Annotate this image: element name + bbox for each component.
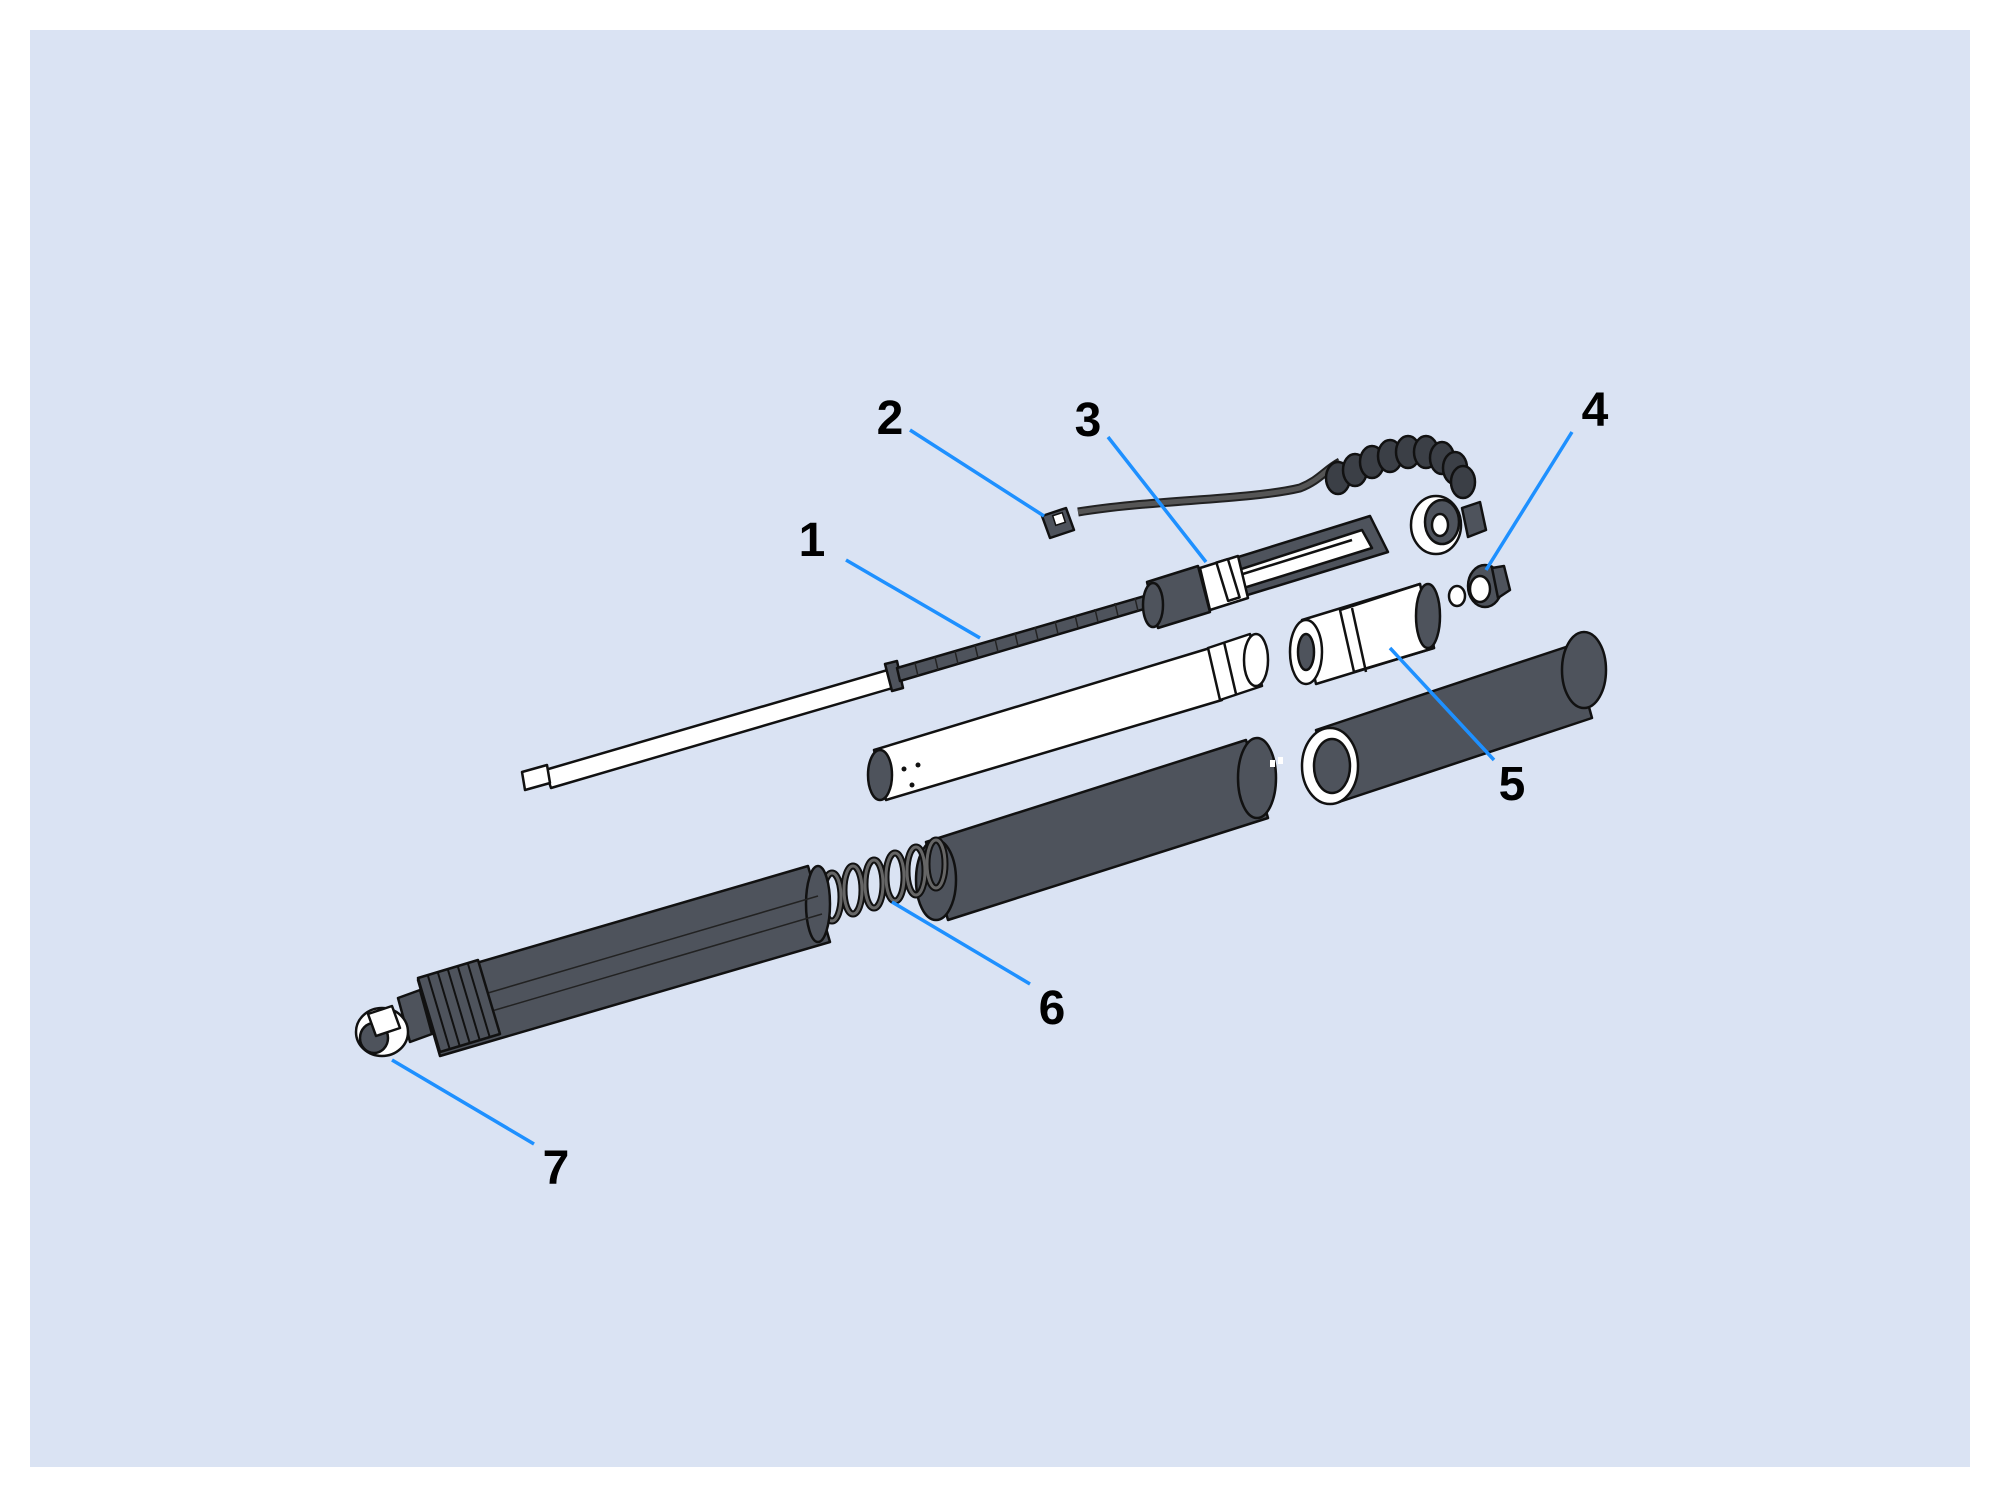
inner-tube	[866, 632, 1270, 802]
leader-6	[891, 900, 1031, 986]
callout-1: 1	[799, 514, 826, 567]
callout-4: 4	[1582, 384, 1609, 437]
leader-lines	[391, 428, 1574, 1146]
callout-7: 7	[543, 1142, 570, 1195]
leader-1	[845, 558, 981, 640]
part-5-motor-cartridge	[1288, 582, 1442, 686]
leader-5	[1388, 646, 1496, 762]
callout-6: 6	[1039, 982, 1066, 1035]
part-4-end-cap	[1447, 563, 1512, 609]
callout-2: 2	[877, 392, 904, 445]
part-2-cable-connector	[1040, 434, 1488, 556]
leader-7	[391, 1058, 535, 1146]
callout-numbers: 1 2 3 4 5 6 7	[543, 384, 1609, 1195]
callout-3: 3	[1075, 394, 1102, 447]
leader-4	[1484, 431, 1574, 571]
part-7-main-body	[354, 864, 832, 1058]
outer-tube-right	[1300, 630, 1608, 806]
part-3-motor-housing	[1141, 514, 1390, 630]
part-1-spindle-rod	[520, 593, 1153, 792]
leader-3	[1106, 435, 1208, 564]
callout-5: 5	[1499, 758, 1526, 811]
leader-2	[909, 428, 1045, 518]
thread-lines	[914, 597, 1139, 677]
